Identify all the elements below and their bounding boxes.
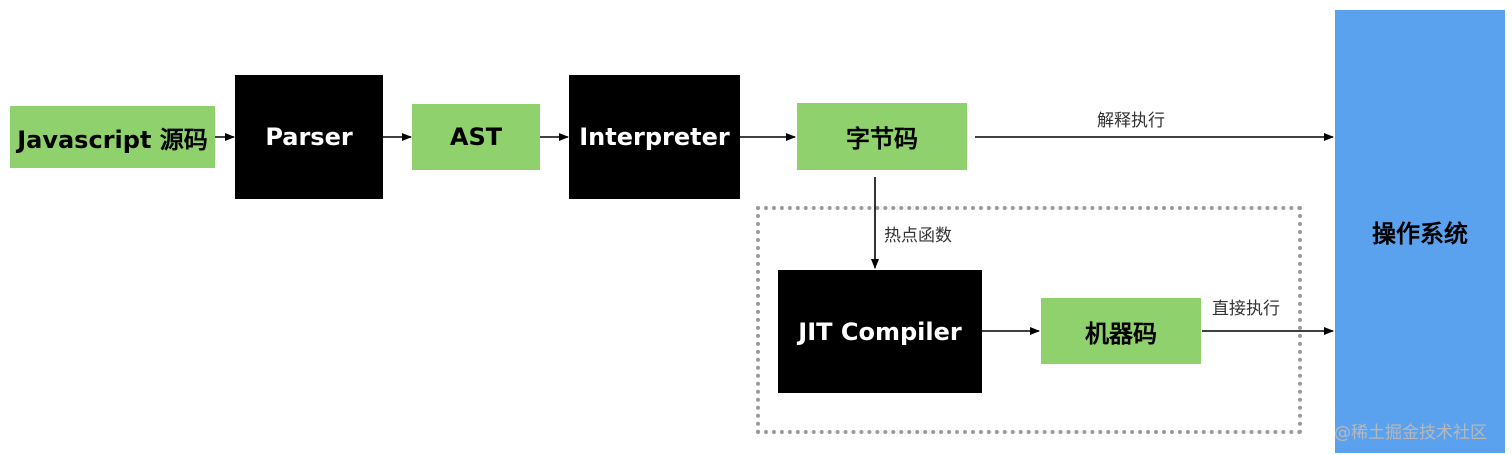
- hot-function-label: 热点函数: [884, 226, 952, 246]
- jit-compiler-label: JIT Compiler: [798, 317, 962, 346]
- watermark: @稀土掘金技术社区: [1334, 423, 1487, 443]
- parser-label: Parser: [265, 123, 353, 151]
- direct-execute-label: 直接执行: [1212, 299, 1280, 319]
- javascript-source-label: Javascript 源码: [17, 125, 208, 154]
- interpreter-node: Interpreter: [569, 75, 740, 199]
- javascript-source-node: Javascript 源码: [10, 106, 215, 168]
- jit-compiler-node: JIT Compiler: [778, 270, 982, 393]
- operating-system-node: 操作系统: [1335, 10, 1505, 453]
- jit-region-frame: [756, 206, 1302, 434]
- ast-node: AST: [412, 104, 540, 170]
- bytecode-label: 字节码: [846, 125, 918, 153]
- machine-code-node: 机器码: [1041, 298, 1201, 364]
- interpret-execute-label: 解释执行: [1097, 111, 1165, 131]
- parser-node: Parser: [235, 75, 383, 199]
- bytecode-node: 字节码: [797, 103, 967, 170]
- operating-system-label: 操作系统: [1372, 220, 1468, 248]
- interpreter-label: Interpreter: [579, 123, 730, 151]
- ast-label: AST: [449, 123, 503, 151]
- machine-code-label: 机器码: [1085, 319, 1157, 348]
